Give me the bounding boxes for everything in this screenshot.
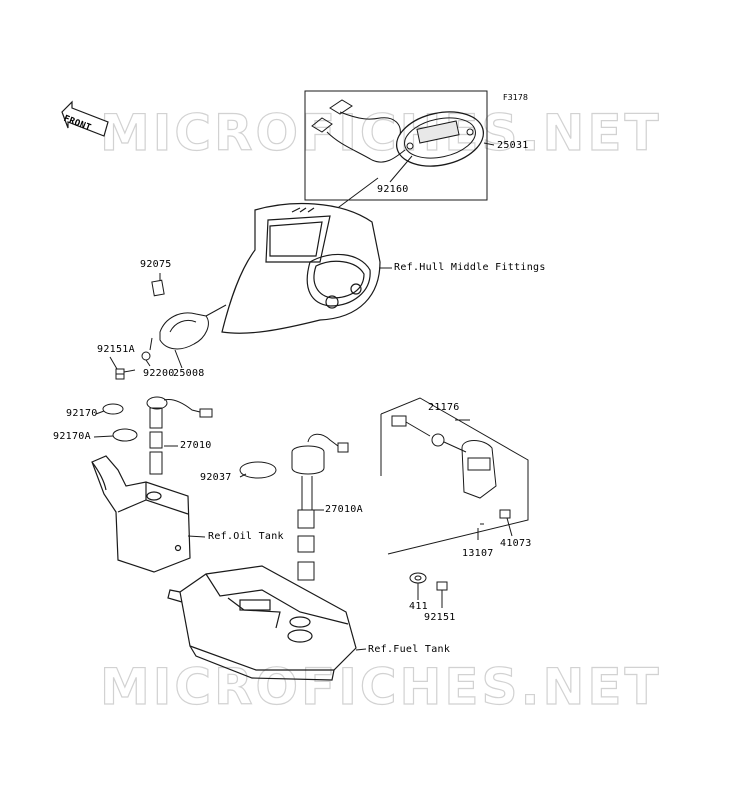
part-label-92075: 92075 <box>140 259 172 270</box>
clamp-92170A <box>112 428 138 442</box>
clamp-92037 <box>239 461 277 479</box>
part-label-13107: 13107 <box>462 548 494 559</box>
meter-unit <box>395 111 485 167</box>
ref-fuel-tank: Ref.Fuel Tank <box>368 644 451 655</box>
part-label-92160: 92160 <box>377 184 409 195</box>
part-label-92151A: 92151A <box>97 344 135 355</box>
oil-sensor-27010 <box>146 396 213 475</box>
part-label-92170: 92170 <box>66 408 98 419</box>
bolt-92151A <box>115 368 125 380</box>
figure-code: F3178 <box>503 93 528 102</box>
screw-41073 <box>499 509 511 519</box>
part-label-25008: 25008 <box>173 368 205 379</box>
oil-tank <box>91 455 191 573</box>
sensor-21176 <box>391 415 497 499</box>
part-label-41073: 41073 <box>500 538 532 549</box>
ref-hull-middle-fittings: Ref.Hull Middle Fittings <box>394 262 546 273</box>
part-92075-shape <box>151 279 165 297</box>
part-label-27010A: 27010A <box>325 504 363 515</box>
bolt-92151 <box>436 581 448 600</box>
sensor-group-box <box>380 397 529 555</box>
part-label-92200: 92200 <box>143 368 175 379</box>
watermark-bottom: MICROFICHES.NET <box>99 658 662 716</box>
part-label-92151: 92151 <box>424 612 456 623</box>
ref-oil-tank: Ref.Oil Tank <box>208 531 284 542</box>
bracket-25008 <box>159 304 227 350</box>
fuel-sensor-27010A <box>291 433 349 581</box>
part-label-411: 411 <box>409 601 428 612</box>
meter-group-box <box>304 90 488 201</box>
part-label-27010: 27010 <box>180 440 212 451</box>
part-label-92037: 92037 <box>200 472 232 483</box>
hull-middle-fitting <box>221 202 381 334</box>
part-label-21176: 21176 <box>428 402 460 413</box>
part-label-92170A: 92170A <box>53 431 91 442</box>
fuel-tank <box>167 565 357 681</box>
washer-411 <box>409 572 427 584</box>
watermark-top: MICROFICHES.NET <box>99 104 662 162</box>
front-arrow-icon <box>61 100 109 137</box>
clamp-92170 <box>102 403 124 415</box>
part-label-25031: 25031 <box>497 140 529 151</box>
washer-92200 <box>141 351 151 361</box>
